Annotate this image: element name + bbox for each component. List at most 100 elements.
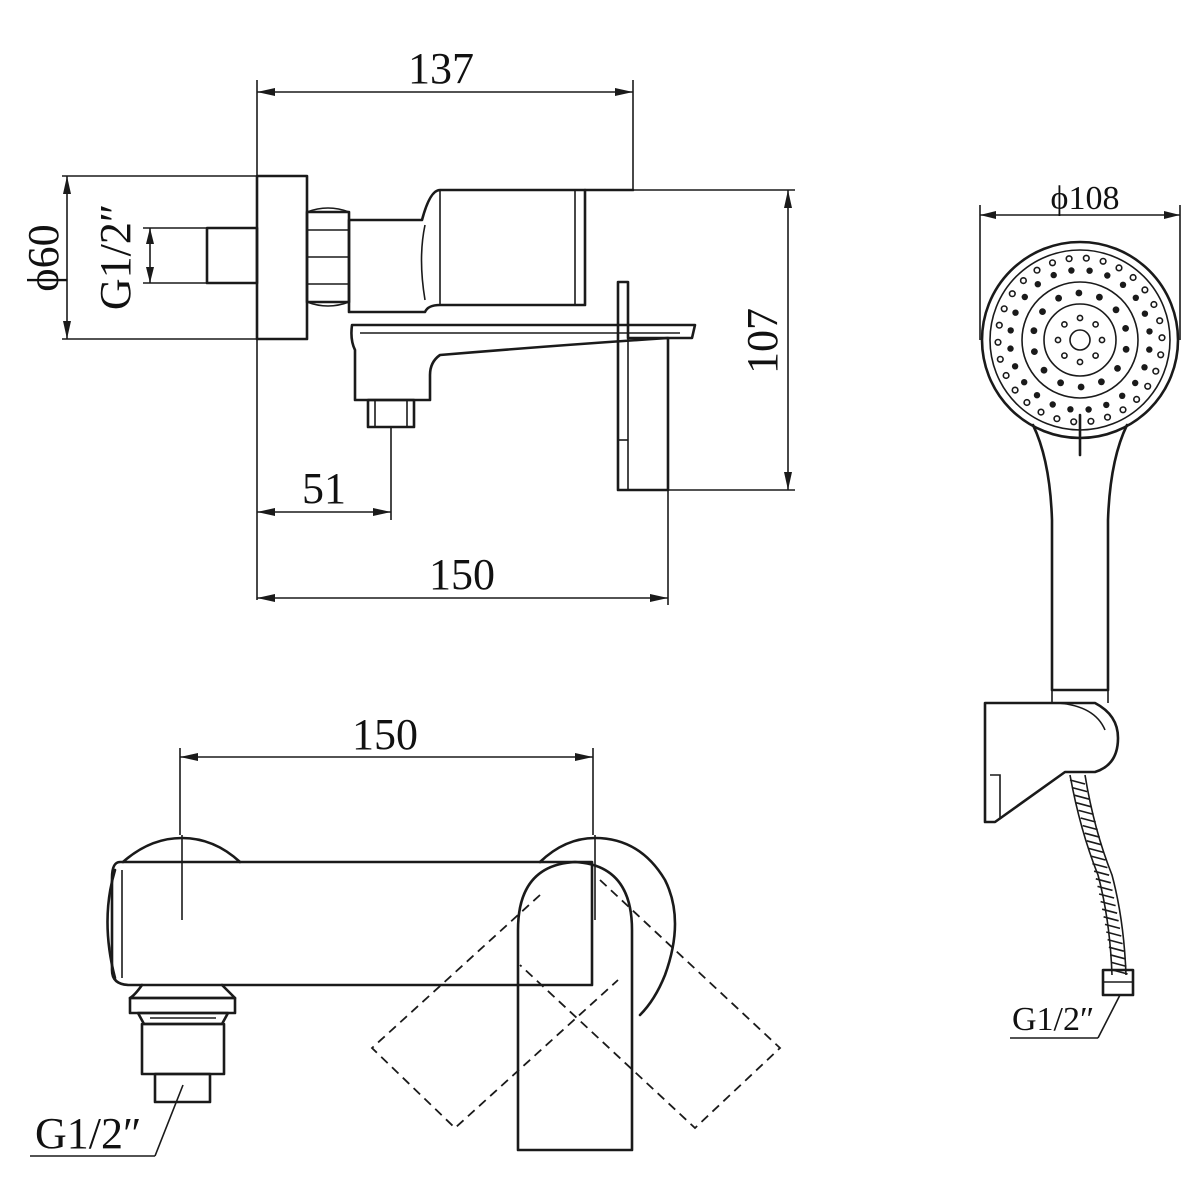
hose-coil xyxy=(1074,794,1090,800)
nozzle xyxy=(996,355,1004,363)
nozzle xyxy=(1098,378,1105,386)
front-view: 150 G1/2″ xyxy=(30,710,782,1158)
nozzle xyxy=(1050,271,1057,279)
nozzle xyxy=(1152,367,1160,375)
nozzle xyxy=(1099,257,1107,265)
dim-107: 107 xyxy=(738,308,787,374)
nozzle xyxy=(1119,281,1127,288)
nozzle xyxy=(1104,272,1111,279)
nozzle xyxy=(1132,379,1139,387)
hex-nut xyxy=(305,207,351,307)
hose-coil xyxy=(1098,893,1115,899)
hose-coil xyxy=(1106,931,1122,937)
dim-phi108: ϕ108 xyxy=(1051,180,1120,217)
nozzle xyxy=(1012,309,1019,316)
hose-coil xyxy=(1069,779,1086,785)
nozzle xyxy=(1150,300,1158,309)
nozzle xyxy=(1156,317,1164,325)
lever-alt-left xyxy=(370,894,619,1130)
nozzle xyxy=(1141,286,1149,294)
hose-coil xyxy=(1104,923,1121,930)
hose-coil xyxy=(1084,832,1100,838)
nozzle xyxy=(1141,364,1148,371)
nozzle xyxy=(1092,320,1099,328)
spout xyxy=(350,323,697,402)
spout-outlet xyxy=(616,280,670,492)
dim-g12-hose: G1/2″ xyxy=(1012,1001,1094,1038)
hose-coil xyxy=(1082,824,1098,831)
nozzle xyxy=(1054,336,1062,344)
nozzle xyxy=(1119,406,1127,414)
nozzle xyxy=(1021,293,1028,301)
nozzle xyxy=(1075,289,1083,297)
mixer-bar xyxy=(110,860,594,987)
nozzle xyxy=(1007,327,1014,334)
nozzle xyxy=(1011,363,1019,370)
nozzle xyxy=(1020,379,1028,386)
hose-coil xyxy=(1097,885,1113,892)
dim-150-front: 150 xyxy=(352,710,418,759)
hose-coil xyxy=(1088,847,1104,854)
hose-coil xyxy=(1080,817,1096,823)
nozzle xyxy=(1031,348,1038,355)
inlet-fitting xyxy=(128,983,237,1104)
nozzle xyxy=(1112,306,1120,314)
hose-coil xyxy=(1093,870,1110,876)
nozzle xyxy=(1132,294,1140,301)
nozzle xyxy=(1019,277,1028,285)
nozzle xyxy=(1033,392,1041,399)
nozzle xyxy=(1061,352,1068,359)
hose-coil xyxy=(1103,916,1119,922)
nozzle xyxy=(1076,314,1084,322)
nozzle xyxy=(1086,267,1093,274)
hose-coil xyxy=(1111,961,1127,968)
hose-coil xyxy=(1101,908,1118,914)
nozzle xyxy=(1068,267,1075,274)
nozzle xyxy=(1119,392,1126,399)
nozzle xyxy=(1011,386,1019,394)
nozzle xyxy=(1132,395,1141,404)
nozzle xyxy=(1146,328,1153,335)
nozzle xyxy=(1092,352,1099,359)
nozzle xyxy=(1037,408,1045,416)
nozzle xyxy=(1129,273,1137,282)
nozzle xyxy=(1096,293,1103,301)
lever-handle xyxy=(516,860,634,1152)
nozzle xyxy=(995,321,1003,329)
hose-coil xyxy=(1107,938,1123,945)
nozzle xyxy=(1053,415,1061,423)
nozzle xyxy=(1115,264,1123,272)
lever-alt-right xyxy=(519,879,782,1130)
nozzle xyxy=(1144,382,1152,390)
nozzle xyxy=(1061,320,1068,328)
shower-handle xyxy=(1031,423,1129,692)
nozzle xyxy=(1000,305,1008,313)
dim-137: 137 xyxy=(408,44,474,93)
nozzle xyxy=(1085,406,1092,413)
hose-coil xyxy=(1086,840,1102,846)
right-escutcheon xyxy=(538,836,677,1017)
hose-coil xyxy=(1078,809,1094,816)
nozzle xyxy=(1057,379,1064,387)
hose-coil xyxy=(1108,946,1125,952)
nozzle xyxy=(1103,413,1112,421)
nozzle xyxy=(1049,401,1056,408)
nozzle xyxy=(1033,266,1041,274)
nozzle xyxy=(1023,398,1031,407)
nozzle xyxy=(1087,417,1095,425)
dim-51: 51 xyxy=(302,464,346,513)
nozzles xyxy=(994,254,1166,426)
hose-coil xyxy=(1092,862,1108,869)
nozzle xyxy=(1157,351,1165,359)
nozzle xyxy=(1067,406,1074,413)
nozzle xyxy=(1039,308,1046,315)
hand-shower: ϕ108 G1/2″ xyxy=(979,180,1181,1039)
nozzle xyxy=(1007,345,1014,352)
nozzle xyxy=(1048,259,1057,267)
shower-holder xyxy=(983,701,1120,824)
nozzle xyxy=(1034,281,1042,288)
mixer-body xyxy=(347,188,587,314)
hose-coil xyxy=(1076,802,1092,808)
nozzle xyxy=(1158,334,1166,342)
dim-phi60: ϕ60 xyxy=(19,224,68,291)
